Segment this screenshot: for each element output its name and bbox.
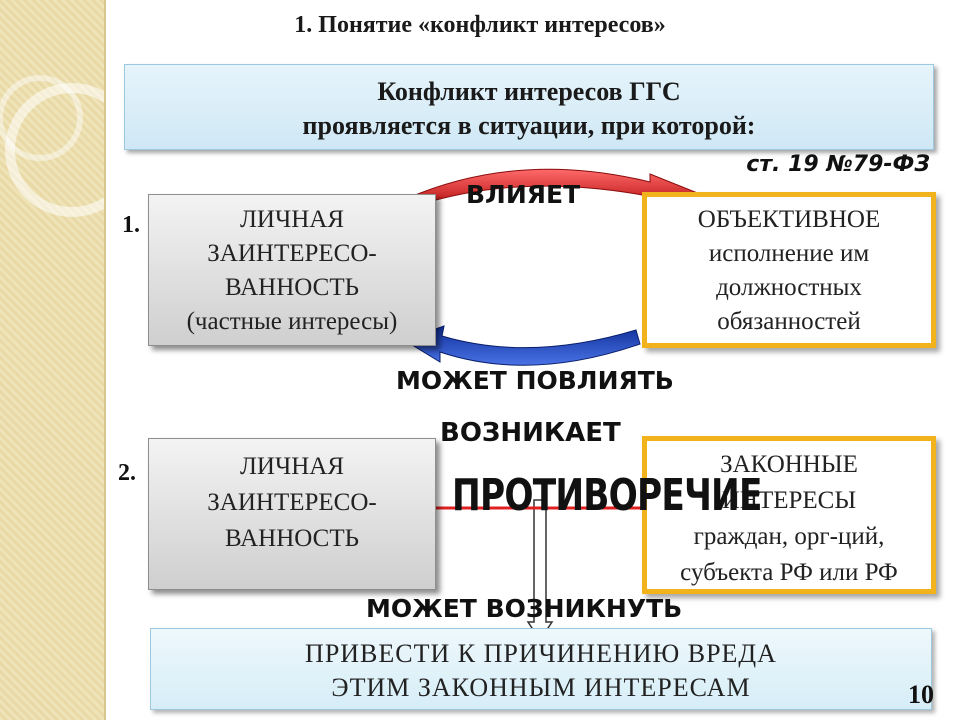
box1-line-3: ВАННОСТЬ bbox=[225, 274, 359, 301]
definition-box: Конфликт интересов ГГС проявляется в сит… bbox=[124, 64, 934, 150]
influences-label: ВЛИЯЕТ bbox=[466, 180, 581, 209]
box4-line-3: граждан, орг-ций, bbox=[693, 523, 885, 550]
personal-interest-box-2: ЛИЧНАЯ ЗАИНТЕРЕСО- ВАННОСТЬ bbox=[148, 438, 436, 590]
law-reference: ст. 19 №79-ФЗ bbox=[746, 152, 930, 177]
box2-line-1: ОБЪЕКТИВНОЕ bbox=[697, 206, 881, 233]
box3-line-1: ЛИЧНАЯ bbox=[239, 453, 345, 480]
decorative-sidebar bbox=[0, 0, 106, 720]
box4-line-4: субъекта РФ или РФ bbox=[680, 559, 898, 586]
objective-duty-box: ОБЪЕКТИВНОЕ исполнение им должностных об… bbox=[642, 192, 936, 348]
may-arise-label: МОЖЕТ ВОЗНИКНУТЬ bbox=[366, 594, 683, 623]
may-influence-arrow bbox=[402, 325, 641, 366]
arises-label: ВОЗНИКАЕТ bbox=[440, 418, 621, 448]
box1-line-4: (частные интересы) bbox=[186, 308, 398, 335]
page-number: 10 bbox=[908, 680, 934, 709]
may-influence-label: МОЖЕТ ПОВЛИЯТЬ bbox=[396, 366, 674, 395]
box2-line-3: должностных bbox=[716, 274, 862, 301]
contradiction-label: ПРОТИВОРЕЧИЕ bbox=[452, 470, 762, 521]
box1-line-2: ЗАИНТЕРЕСО- bbox=[207, 240, 377, 267]
lawful-interests-box: ЗАКОННЫЕ ИНТЕРЕСЫ граждан, орг-ций, субъ… bbox=[642, 436, 936, 594]
personal-interest-box-1: ЛИЧНАЯ ЗАИНТЕРЕСО- ВАННОСТЬ (частные инт… bbox=[148, 194, 436, 346]
box3-line-3: ВАННОСТЬ bbox=[225, 525, 359, 552]
box4-line-1: ЗАКОННЫЕ bbox=[720, 451, 858, 478]
box1-line-1: ЛИЧНАЯ bbox=[239, 206, 345, 233]
box2-line-2: исполнение им bbox=[708, 240, 870, 267]
result-line-1: ПРИВЕСТИ К ПРИЧИНЕНИЮ ВРЕДА bbox=[305, 639, 777, 668]
box3-line-2: ЗАИНТЕРЕСО- bbox=[207, 489, 377, 516]
result-box: ПРИВЕСТИ К ПРИЧИНЕНИЮ ВРЕДА ЭТИМ ЗАКОННЫ… bbox=[150, 628, 932, 710]
case-number-2: 2. bbox=[118, 460, 136, 486]
result-line-2: ЭТИМ ЗАКОННЫМ ИНТЕРЕСАМ bbox=[331, 673, 751, 702]
definition-line-1: Конфликт интересов ГГС bbox=[377, 77, 681, 106]
box4-line-2: ИНТЕРЕСЫ bbox=[721, 487, 857, 514]
decorative-rings bbox=[0, 75, 104, 217]
definition-line-2: проявляется в ситуации, при которой: bbox=[302, 111, 756, 140]
box2-line-4: обязанностей bbox=[717, 308, 861, 335]
slide-title: 1. Понятие «конфликт интересов» bbox=[294, 12, 666, 38]
case-number-1: 1. bbox=[122, 212, 140, 238]
